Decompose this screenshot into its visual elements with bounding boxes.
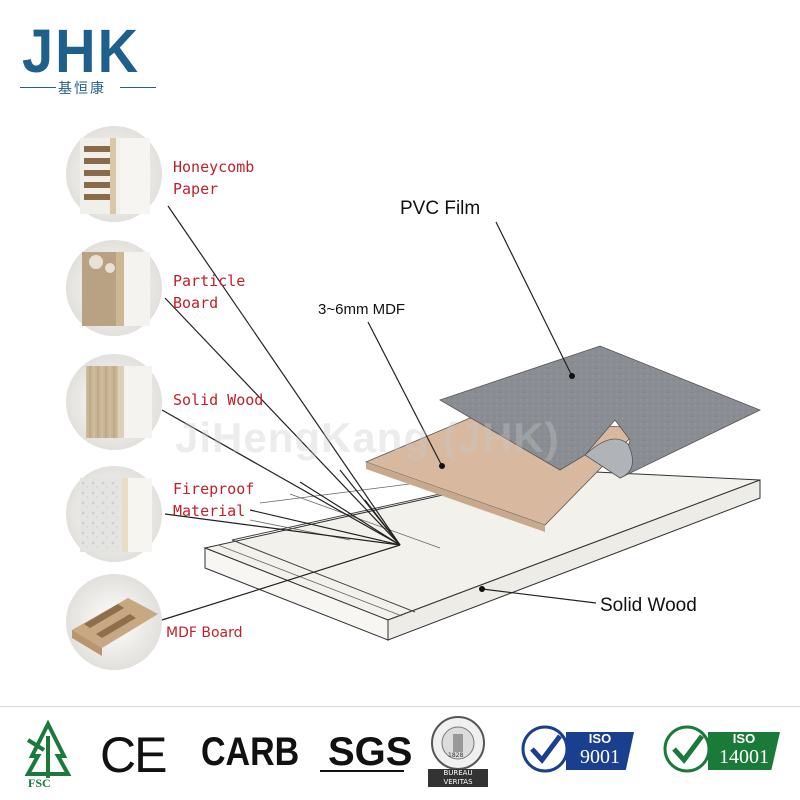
honeycomb-sample bbox=[66, 126, 162, 222]
logo-rule-left bbox=[20, 87, 56, 88]
label-mdf-board: MDF Board bbox=[166, 625, 243, 641]
ce-mark: CE bbox=[100, 727, 167, 783]
iso14001-seal-icon bbox=[663, 725, 711, 773]
iso9001-seal-icon bbox=[521, 725, 569, 773]
leader-lines bbox=[161, 205, 597, 621]
fireproof-sample bbox=[66, 466, 162, 562]
footer-divider bbox=[0, 706, 800, 707]
bureau-veritas-seal bbox=[431, 716, 485, 770]
sgs-mark: SGS bbox=[328, 730, 413, 774]
logo-rule-right bbox=[120, 87, 156, 88]
callout-dots bbox=[439, 373, 575, 592]
iso9001-badge: ISO 9001 bbox=[566, 732, 634, 770]
callout-mdf: 3~6mm MDF bbox=[318, 301, 406, 318]
callout-pvc-film: PVC Film bbox=[400, 198, 481, 219]
mdf-board-sample bbox=[66, 574, 162, 670]
carb-mark: CARB bbox=[201, 730, 300, 774]
callout-solid-wood: Solid Wood bbox=[600, 595, 697, 616]
brand-subtitle: 基恒康 bbox=[58, 81, 106, 97]
sgs-underline bbox=[320, 770, 404, 772]
label-particle-board: Particle Board bbox=[173, 272, 246, 312]
label-honeycomb-paper: Honeycomb Paper bbox=[173, 158, 255, 198]
door-slab bbox=[203, 345, 761, 641]
bv-year: 1828 bbox=[448, 752, 464, 759]
watermark: JiHengKang (JHK) bbox=[175, 414, 560, 461]
label-solid-wood: Solid Wood bbox=[173, 391, 264, 409]
particle-board-sample bbox=[66, 240, 162, 336]
brand-logo: JHK bbox=[22, 15, 141, 86]
iso14001-badge: ISO 14001 bbox=[708, 732, 780, 770]
fsc-logo bbox=[24, 719, 72, 778]
door-structure-diagram bbox=[66, 126, 761, 670]
solid-wood-sample bbox=[66, 354, 162, 450]
label-fireproof-material: Fireproof Material bbox=[173, 480, 255, 520]
fsc-label: FSC bbox=[28, 776, 51, 790]
bv-banner: BUREAU VERITAS bbox=[428, 769, 488, 787]
